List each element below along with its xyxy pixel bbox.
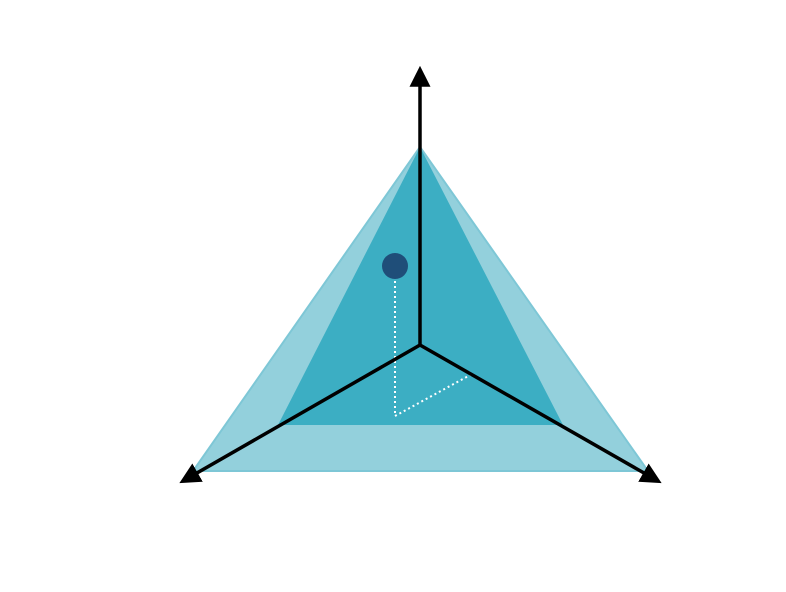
axis-left (179, 343, 421, 484)
data-point (382, 253, 408, 279)
axis-right (419, 343, 662, 484)
projection-line (394, 266, 475, 418)
